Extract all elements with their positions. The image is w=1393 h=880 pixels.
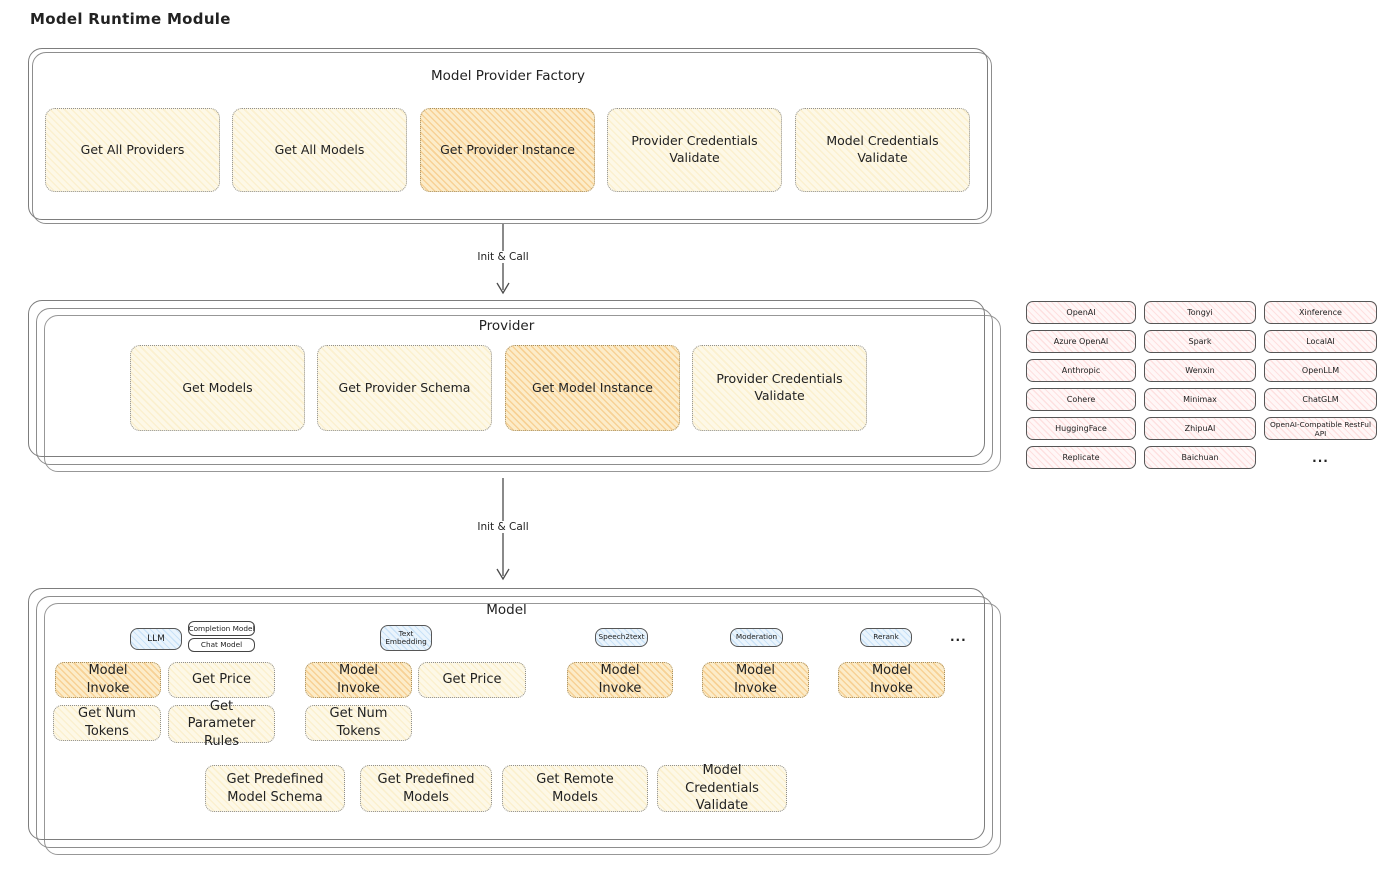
provider-panel: Provider Get Models Get Provider Schema … — [28, 300, 1001, 472]
node-moderation-model-invoke: Model Invoke — [702, 662, 809, 698]
node-embedding-get-num-tokens: Get Num Tokens — [305, 705, 412, 741]
node-get-all-models: Get All Models — [232, 108, 407, 192]
node-embedding-model-invoke: Model Invoke — [305, 662, 412, 698]
provider-chip: Tongyi — [1144, 301, 1256, 324]
provider-chip: Minimax — [1144, 388, 1256, 411]
tab-rerank: Rerank — [860, 628, 912, 647]
tab-llm: LLM — [130, 628, 182, 650]
node-rerank-model-invoke: Model Invoke — [838, 662, 945, 698]
node-llm-get-num-tokens: Get Num Tokens — [53, 705, 161, 741]
providers-more-ellipsis: ... — [1312, 450, 1329, 465]
provider-chip: Spark — [1144, 330, 1256, 353]
model-panel: Model LLM Completion Model Chat Model Te… — [28, 588, 1001, 855]
provider-chip: HuggingFace — [1026, 417, 1136, 440]
provider-chip: Anthropic — [1026, 359, 1136, 382]
provider-chip: OpenAI-Compatible RestFul API — [1264, 417, 1377, 440]
node-provider-credentials-validate: Provider Credentials Validate — [692, 345, 867, 431]
providers-grid: OpenAI Tongyi Xinference Azure OpenAI Sp… — [1026, 301, 1377, 469]
subtab-completion-model: Completion Model — [188, 621, 255, 636]
node-llm-get-price: Get Price — [168, 662, 275, 698]
model-title: Model — [486, 602, 527, 618]
node-speech2text-model-invoke: Model Invoke — [567, 662, 673, 698]
factory-panel: Model Provider Factory Get All Providers… — [28, 48, 992, 224]
node-llm-model-invoke: Model Invoke — [55, 662, 161, 698]
provider-chip: Baichuan — [1144, 446, 1256, 469]
arrow-label: Init & Call — [473, 251, 533, 263]
tabs-more-ellipsis: ... — [950, 630, 967, 644]
tab-text-embedding: Text Embedding — [380, 625, 432, 651]
provider-chip: Wenxin — [1144, 359, 1256, 382]
node-embedding-get-price: Get Price — [418, 662, 526, 698]
node-get-predefined-model-schema: Get Predefined Model Schema — [205, 765, 345, 812]
provider-chip: Replicate — [1026, 446, 1136, 469]
provider-chip: ZhipuAI — [1144, 417, 1256, 440]
node-get-provider-instance: Get Provider Instance — [420, 108, 595, 192]
subtab-chat-model: Chat Model — [188, 637, 255, 652]
node-get-remote-models: Get Remote Models — [502, 765, 648, 812]
tab-speech2text: Speech2text — [595, 628, 648, 647]
arrow-provider-to-model: Init & Call — [473, 478, 533, 582]
arrow-factory-to-provider: Init & Call — [473, 224, 533, 296]
provider-chip: Azure OpenAI — [1026, 330, 1136, 353]
tab-moderation: Moderation — [730, 628, 783, 647]
node-model-credentials-validate: Model Credentials Validate — [795, 108, 970, 192]
node-get-all-providers: Get All Providers — [45, 108, 220, 192]
node-model-credentials-validate: Model Credentials Validate — [657, 763, 787, 813]
provider-chip: LocalAI — [1264, 330, 1377, 353]
factory-title: Model Provider Factory — [430, 68, 585, 84]
provider-chip: OpenAI — [1026, 301, 1136, 324]
provider-title: Provider — [478, 318, 535, 334]
provider-chip: Xinference — [1264, 301, 1377, 324]
node-get-models: Get Models — [130, 345, 305, 431]
node-get-predefined-models: Get Predefined Models — [360, 765, 492, 812]
page-title: Model Runtime Module — [30, 10, 231, 28]
node-provider-credentials-validate: Provider Credentials Validate — [607, 108, 782, 192]
arrow-label: Init & Call — [473, 521, 533, 533]
llm-subtabs: Completion Model Chat Model — [188, 621, 255, 654]
node-get-provider-schema: Get Provider Schema — [317, 345, 492, 431]
node-llm-get-parameter-rules: Get Parameter Rules — [168, 699, 275, 749]
provider-chip: ChatGLM — [1264, 388, 1377, 411]
provider-chip: Cohere — [1026, 388, 1136, 411]
provider-chip: OpenLLM — [1264, 359, 1377, 382]
node-get-model-instance: Get Model Instance — [505, 345, 680, 431]
